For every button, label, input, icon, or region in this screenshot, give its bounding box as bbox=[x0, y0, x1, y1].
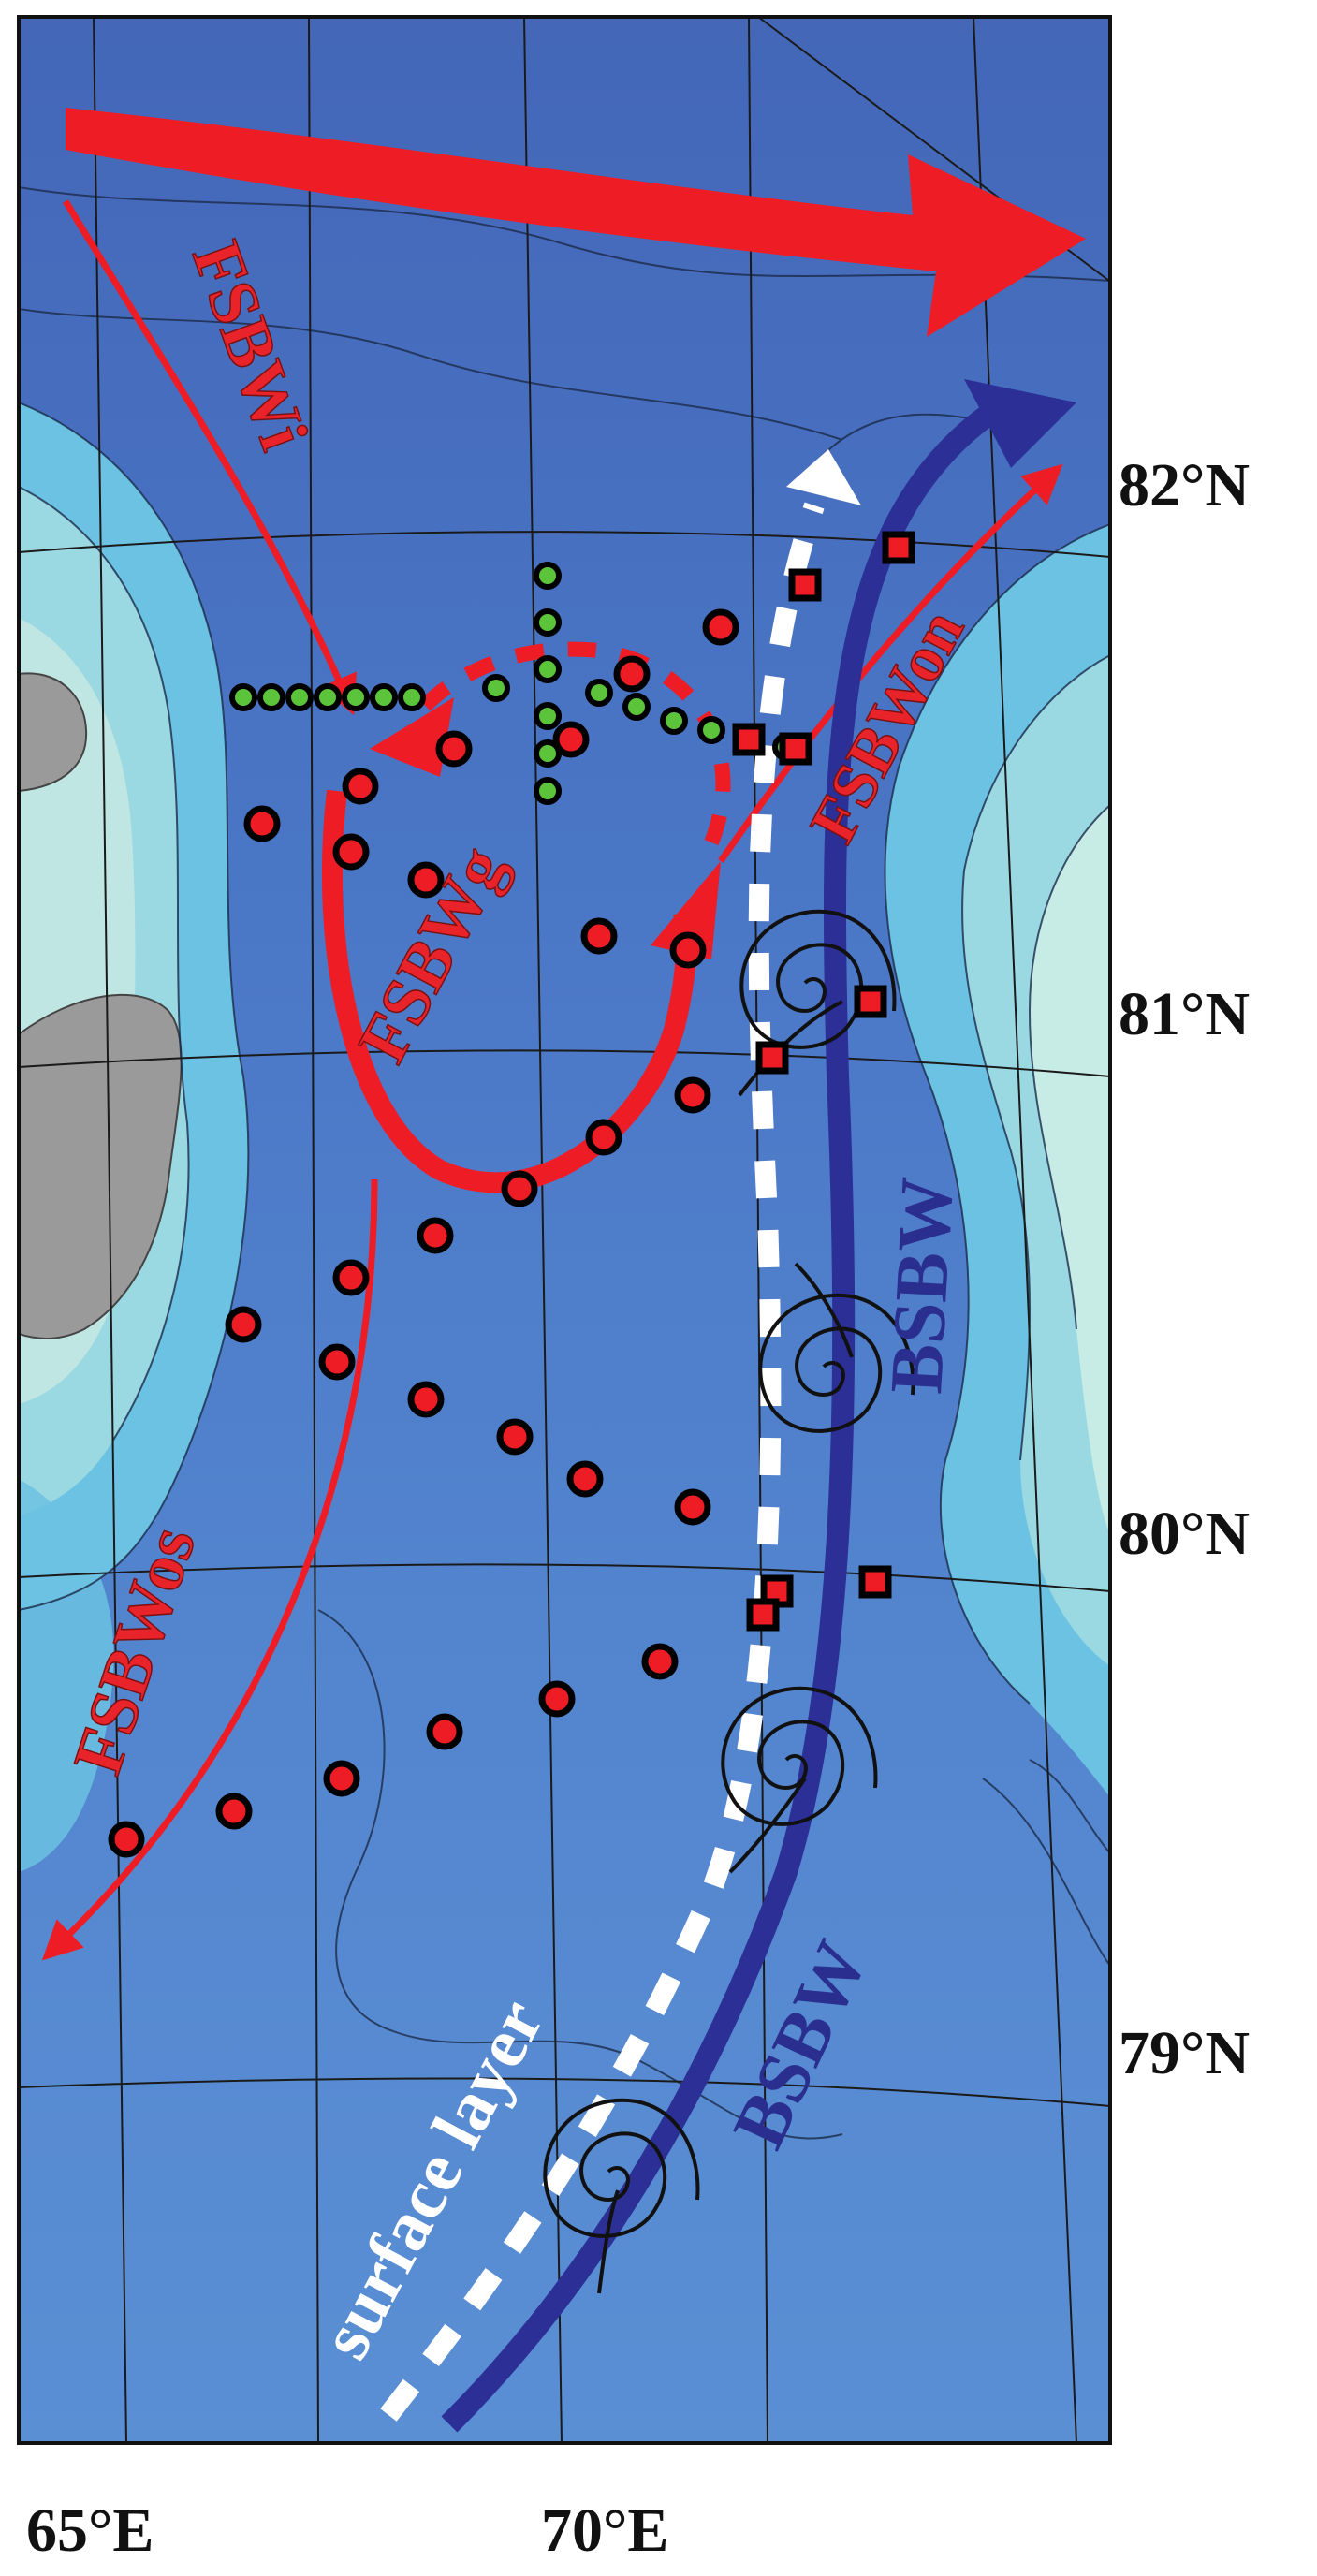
graticule bbox=[19, 17, 1110, 2443]
fsbwg-arrowhead bbox=[370, 697, 454, 777]
station-marker bbox=[674, 1488, 711, 1526]
mooring-marker bbox=[788, 568, 822, 602]
transect-station-marker bbox=[257, 683, 285, 711]
fsbw-loop-arrowhead bbox=[651, 861, 721, 959]
transect-station-marker bbox=[285, 683, 314, 711]
mooring-marker bbox=[858, 1565, 892, 1599]
transect-station-marker bbox=[622, 693, 651, 721]
lon-label-65: 65°E bbox=[26, 2496, 154, 2565]
station-marker bbox=[669, 931, 707, 969]
transect-station-marker bbox=[534, 777, 562, 805]
island-lower bbox=[19, 993, 183, 1339]
transect-station-marker bbox=[534, 562, 562, 590]
station-marker bbox=[702, 608, 739, 646]
fsbw-main-arrow bbox=[66, 108, 1086, 337]
station-marker bbox=[496, 1418, 534, 1456]
transect-station-marker bbox=[660, 707, 688, 735]
station-marker bbox=[108, 1821, 145, 1858]
island-upper bbox=[19, 672, 88, 793]
bsbw-arrow bbox=[441, 402, 999, 2433]
eddy bbox=[543, 2098, 700, 2294]
depth-contours bbox=[19, 186, 1110, 2140]
station-marker bbox=[323, 1760, 360, 1797]
lat-label-80: 80°N bbox=[1119, 1500, 1250, 1568]
map-frame bbox=[17, 15, 1112, 2445]
right-shelf-core bbox=[1030, 805, 1110, 1535]
transect-station-marker bbox=[398, 683, 426, 711]
station-marker bbox=[566, 1460, 604, 1498]
bsbw-flow bbox=[441, 379, 1076, 2433]
station-marker bbox=[585, 1119, 622, 1156]
station-marker bbox=[417, 1217, 454, 1254]
fsbwos-arrow bbox=[41, 1178, 378, 1961]
mooring-marker bbox=[854, 985, 887, 1018]
lower-left-shelf bbox=[19, 1479, 114, 1872]
station-marker bbox=[243, 805, 281, 842]
station-marker bbox=[613, 655, 651, 693]
lat-label-81: 81°N bbox=[1119, 980, 1250, 1048]
eddies bbox=[543, 909, 915, 2294]
station-marker bbox=[552, 721, 590, 758]
mooring-marker bbox=[732, 723, 766, 756]
station-marker bbox=[641, 1643, 679, 1680]
mooring-marker bbox=[746, 1598, 780, 1632]
transect-station-marker bbox=[342, 683, 370, 711]
transect-station-marker bbox=[534, 739, 562, 768]
transect-station-marker bbox=[585, 679, 613, 707]
eddy bbox=[758, 1262, 915, 1433]
station-marker bbox=[426, 1713, 463, 1750]
station-marker bbox=[332, 1259, 370, 1296]
transect-station-marker bbox=[482, 674, 510, 702]
lat-label-82: 82°N bbox=[1119, 451, 1250, 520]
station-marker bbox=[407, 1381, 445, 1418]
transect-station-marker bbox=[229, 683, 257, 711]
lon-label-70: 70°E bbox=[541, 2496, 668, 2565]
station-marker bbox=[215, 1793, 253, 1830]
station-marker bbox=[501, 1170, 538, 1208]
transect-station-marker bbox=[370, 683, 398, 711]
fsbwi-arrow bbox=[63, 199, 357, 716]
bathymetry bbox=[19, 17, 1110, 2443]
label-bsbw-upper: BSBW bbox=[875, 1175, 969, 1396]
station-marker bbox=[342, 768, 379, 805]
transect-station-marker bbox=[697, 716, 725, 744]
station-marker bbox=[225, 1306, 262, 1343]
lat-label-79: 79°N bbox=[1119, 2019, 1250, 2087]
surface-layer-arrowhead bbox=[786, 449, 861, 505]
station-marker bbox=[332, 833, 370, 871]
transect-station-marker bbox=[534, 608, 562, 637]
bsbw-arrowhead bbox=[964, 379, 1076, 468]
fsbwon-arrow bbox=[718, 463, 1063, 863]
eddy bbox=[721, 1686, 878, 1874]
mooring-marker bbox=[779, 732, 812, 766]
station-marker bbox=[407, 861, 445, 899]
station-marker bbox=[435, 730, 473, 768]
station-marker bbox=[318, 1343, 356, 1381]
transect-station-marker bbox=[314, 683, 342, 711]
stations bbox=[108, 531, 915, 1858]
mooring-marker bbox=[755, 1041, 789, 1075]
transect-station-marker bbox=[534, 655, 562, 683]
station-marker bbox=[674, 1076, 711, 1114]
station-marker bbox=[538, 1680, 576, 1718]
mooring-marker bbox=[882, 531, 915, 564]
station-marker bbox=[580, 917, 618, 955]
transect-station-marker bbox=[534, 702, 562, 730]
